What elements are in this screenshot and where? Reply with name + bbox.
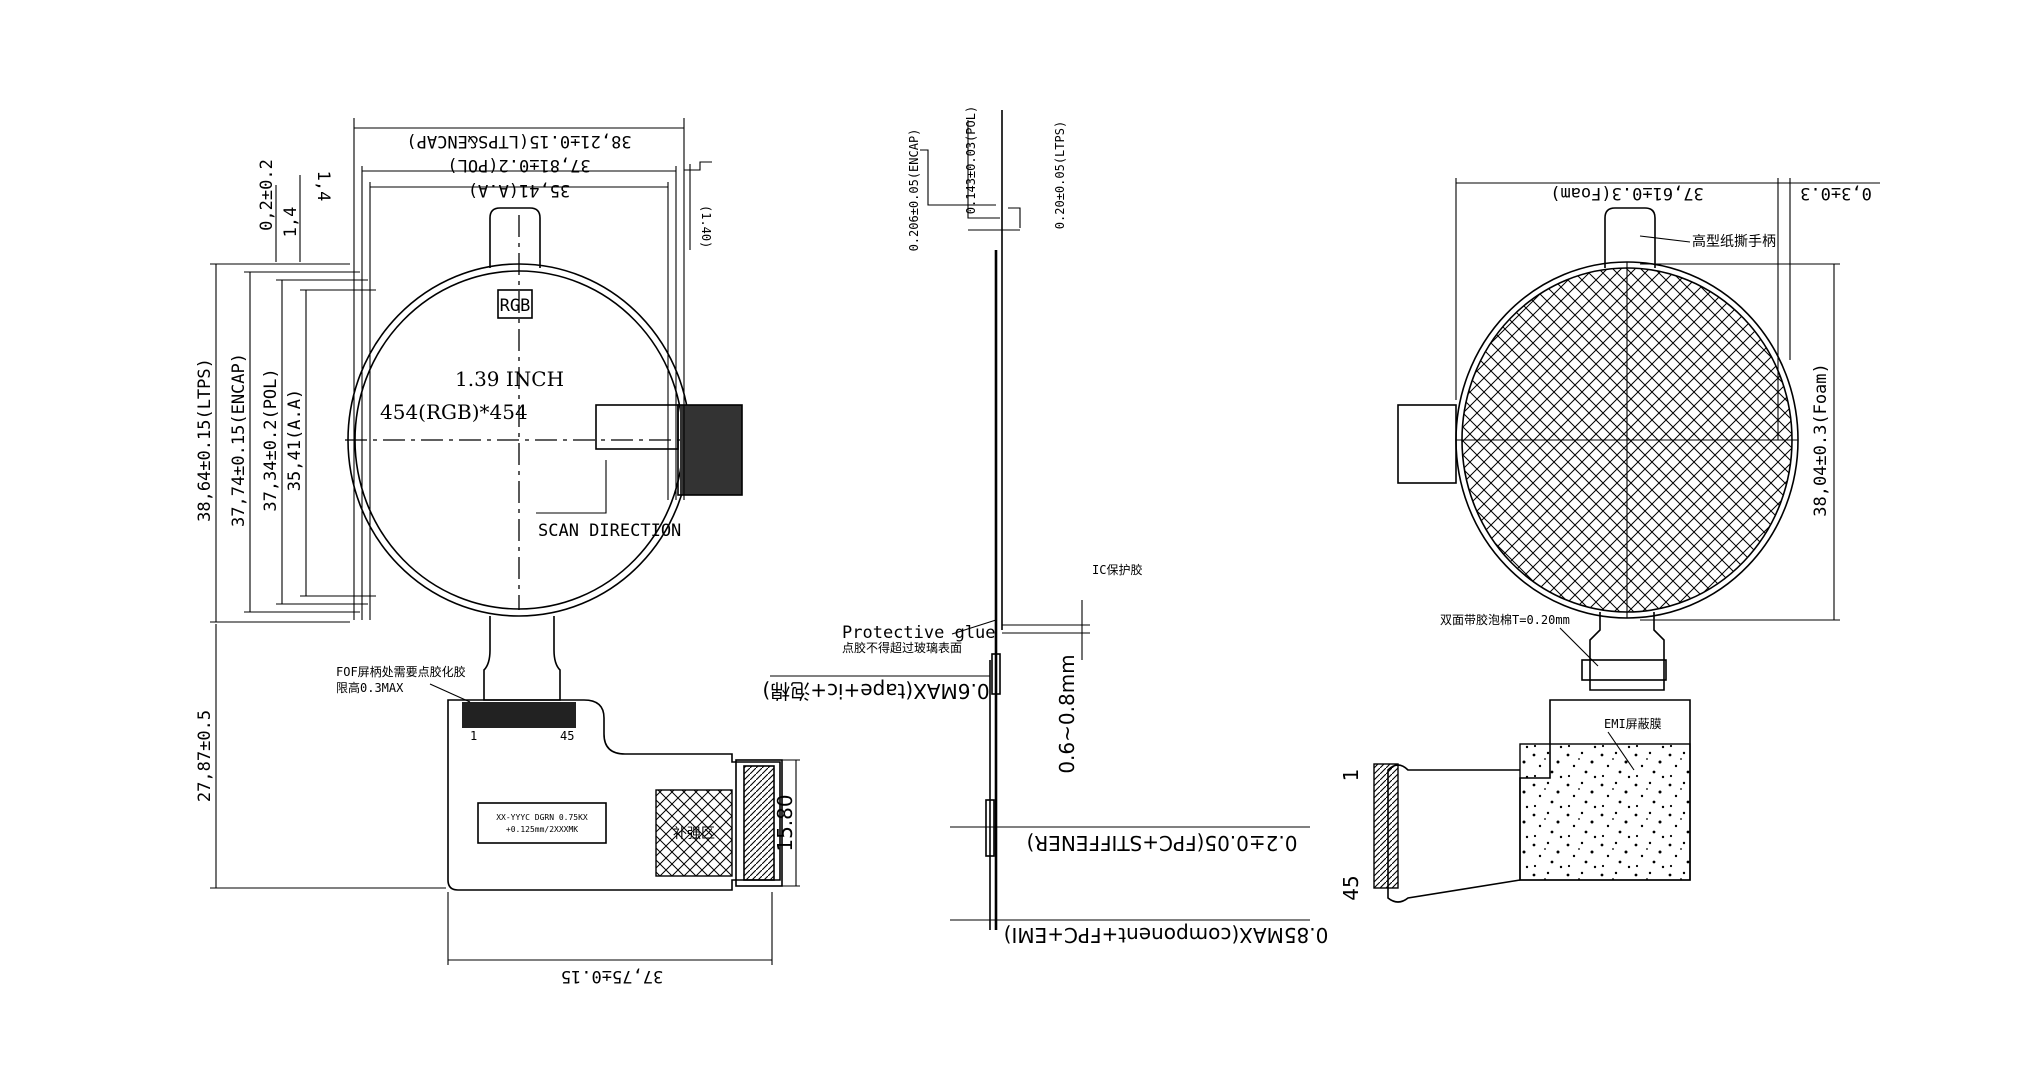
dim-pol-top: 37,81±0.2(POL): [447, 155, 590, 175]
connector-frame: [735, 759, 783, 887]
dim-foam-h: 37,61±0.3(Foam): [1550, 183, 1704, 203]
dim-0143: 0.143±0.03(POL): [964, 106, 978, 214]
dim-width-bottom: 37,75±0.15: [561, 966, 663, 986]
dim-14b: 1,4: [313, 171, 333, 202]
back-pin-header: [1373, 763, 1399, 889]
dim-0206-leader: [920, 149, 996, 206]
scan-box: [595, 404, 679, 450]
dim-ltps-encap: 38,21±0.15(LTPS&ENCAP): [406, 131, 631, 151]
side-stiffener: [985, 799, 995, 857]
back-neck: [1589, 612, 1665, 691]
scan-direction-label: SCAN DIRECTION: [538, 521, 681, 541]
rgb-label: RGB: [500, 296, 531, 316]
dim-ltps-v: 38,64±0.15(LTPS): [195, 358, 215, 522]
back-tape-box: [1581, 659, 1667, 681]
back-flex-tail: [1387, 764, 1521, 903]
label-box-line1: XX-YYYC DGRN 0.75KX: [496, 813, 588, 822]
dim-0206: 0.206±0.05(ENCAP): [907, 129, 921, 252]
dim-1580: 15.80: [773, 794, 797, 851]
dim-02: 0,2±0.2: [257, 159, 277, 231]
dim-fpc-v: 27,87±0.5: [195, 710, 215, 802]
back-left-connector: [1397, 404, 1457, 484]
emi-label: EMI屏蔽膜: [1604, 717, 1662, 731]
dim-encap-v: 37,74±0.15(ENCAP): [229, 353, 249, 527]
fpc-body: [447, 699, 781, 891]
dim-fpc-stiff: 0.2±0.05(FPC+STIFFENER): [1027, 831, 1298, 855]
back-view: 1 45 37,61±0.3(Foam) 0,3±0.3 高型纸撕手柄 38,0…: [1339, 178, 1880, 903]
dim-140-leader: [684, 161, 712, 171]
ic-glue-label: IC保护胶: [1092, 562, 1142, 577]
dim-06max: 0.6MAX(tape+ic+泡棉): [762, 679, 989, 703]
right-connector-hatched: [680, 405, 742, 495]
fof-bar: [462, 702, 576, 728]
dim-140: (1.40): [699, 205, 713, 248]
pad-1-label: 1: [470, 729, 477, 743]
tape-leader: [1559, 627, 1599, 667]
dim-14a: 1,4: [281, 207, 301, 238]
top-tab: [489, 207, 541, 268]
pad-45-label: 45: [560, 729, 574, 743]
dim-aa-top: 35,41(A.A): [468, 180, 570, 200]
protective-glue-label: Protective glue: [842, 623, 996, 643]
right-connector-outline: [677, 404, 743, 496]
side-ic: [991, 653, 1001, 695]
front-view: RGB 1.39 INCH 454(RGB)*454 SCAN DIRECTIO…: [195, 118, 800, 986]
emi-leader: [1607, 731, 1635, 771]
pull-tab-label: 高型纸撕手柄: [1692, 233, 1776, 250]
stiffener-label: 补强区: [673, 826, 715, 842]
dim-0608: 0.6~0.8mm: [1055, 654, 1079, 773]
dim-03: 0,3±0.3: [1800, 183, 1872, 203]
resolution-label: 454(RGB)*454: [380, 400, 528, 424]
size-label: 1.39 INCH: [455, 367, 564, 391]
rgb-box: [497, 289, 533, 319]
protective-glue-note: 点胶不得超过玻璃表面: [842, 640, 962, 655]
fof-note-2: 限高0.3MAX: [336, 680, 404, 695]
dim-085: 0.85MAX(component+FPC+EMI): [1004, 923, 1329, 947]
pin-45-label: 45: [1339, 875, 1363, 900]
dim-foam-v: 38,04±0.3(Foam): [1811, 363, 1831, 517]
scan-leader: [536, 460, 607, 514]
label-box: [477, 802, 607, 844]
pull-tab-leader: [1639, 235, 1691, 243]
label-box-line2: +0.125mm/2XXXMK: [506, 825, 578, 834]
dim-pol-v: 37,34±0.2(POL): [261, 368, 281, 511]
fof-leader: [429, 683, 471, 703]
fof-note-1: FOF屏柄处需要点胶化胶: [336, 664, 466, 679]
dim-020-leader: [1008, 207, 1021, 228]
dim-0143-leader: [967, 120, 1000, 219]
fpc-neck: [483, 616, 561, 701]
tape-note: 双面带胶泡棉T=0.20mm: [1440, 612, 1570, 627]
side-view: 0.206±0.05(ENCAP) 0.143±0.03(POL) 0.20±0…: [762, 106, 1328, 947]
stiffener-area: [655, 789, 733, 877]
back-top-tab: [1604, 207, 1656, 268]
dim-020: 0.20±0.05(LTPS): [1053, 121, 1067, 229]
emi-dotted-area: [1519, 743, 1691, 881]
pin-1-label: 1: [1339, 769, 1363, 782]
connector-end: [743, 765, 775, 881]
protective-glue-leader: [951, 619, 997, 635]
dim-aa-v: 35,41(A.A): [285, 389, 305, 491]
